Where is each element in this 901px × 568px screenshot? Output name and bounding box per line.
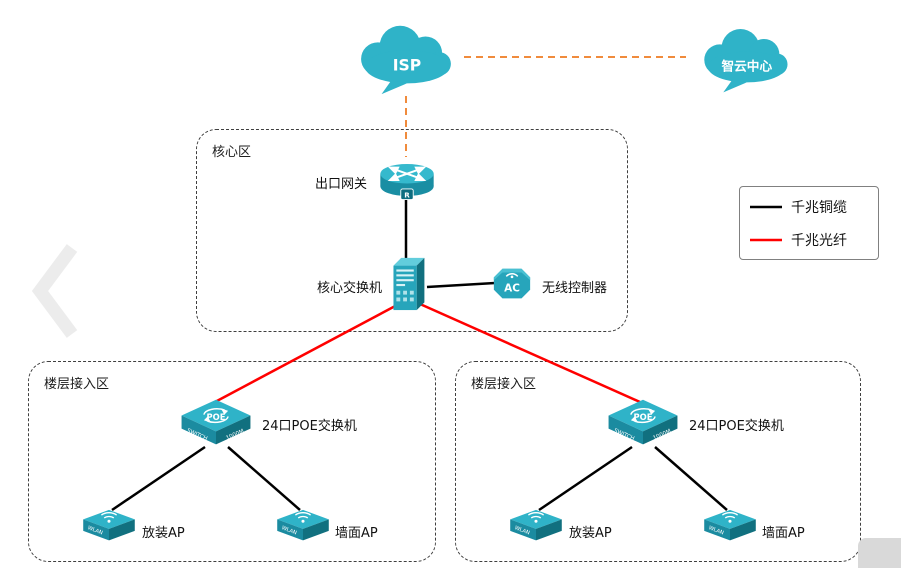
zone-floor-right-label: 楼层接入区 [471,377,537,392]
smartcloud-icon: 智云中心 [686,20,804,96]
poe-switch-right-icon: POE SWITCH 1000M [599,396,687,450]
legend-copper-swatch [750,205,782,208]
ap-right-wall-icon-text: WLAN [708,525,725,536]
legend-fiber-label: 千兆光纤 [791,232,847,249]
wireless-controller-label: 无线控制器 [542,281,608,296]
ap-right-ceiling-icon: WLAN [507,506,565,548]
core-switch-label: 核心交换机 [316,281,382,296]
legend-item-fiber: 千兆光纤 [750,230,868,250]
isp-cloud-icon: ISP [346,16,464,98]
zone-floor-left-label: 楼层接入区 [44,377,110,392]
ap-right-wall-icon: WLAN [701,506,759,548]
poe-left-icon-text: POE [207,412,226,422]
legend-copper-label: 千兆铜缆 [791,199,847,216]
core-switch-icon [387,254,427,312]
legend-fiber-swatch [750,238,782,241]
ap-left-ceiling-icon-text: WLAN [87,525,104,536]
poe-switch-right-label: 24口POE交换机 [689,419,784,434]
zone-core-label: 核心区 [212,145,252,160]
ap-left-wall-label: 墙面AP [335,526,378,541]
zone-core [196,129,628,332]
gateway-badge: R [404,190,410,199]
ap-left-ceiling-icon: WLAN [80,506,138,548]
gateway-label: 出口网关 [314,177,367,192]
poe-switch-left-icon: POE SWITCH 1000M [172,396,260,450]
ap-left-wall-icon: WLAN [274,506,332,548]
legend-item-copper: 千兆铜缆 [750,197,868,217]
ac-icon-text: AC [504,283,520,295]
poe-right-icon-text: POE [634,412,653,422]
ap-right-ceiling-icon-text: WLAN [514,525,531,536]
corner-decoration [858,538,901,568]
zone-floor-right [455,361,861,562]
smartcloud-label: 智云中心 [721,59,772,74]
isp-cloud-label: ISP [393,57,422,75]
gateway-router-icon: R [374,156,440,204]
ap-left-wall-icon-text: WLAN [281,525,298,536]
ap-right-ceiling-label: 放装AP [569,526,612,541]
ap-left-ceiling-label: 放装AP [142,526,185,541]
watermark-chevron [31,244,78,338]
ap-right-wall-label: 墙面AP [762,526,805,541]
legend: 千兆铜缆 千兆光纤 [739,186,879,260]
wireless-controller-icon: AC [489,263,535,305]
poe-switch-left-label: 24口POE交换机 [262,419,357,434]
